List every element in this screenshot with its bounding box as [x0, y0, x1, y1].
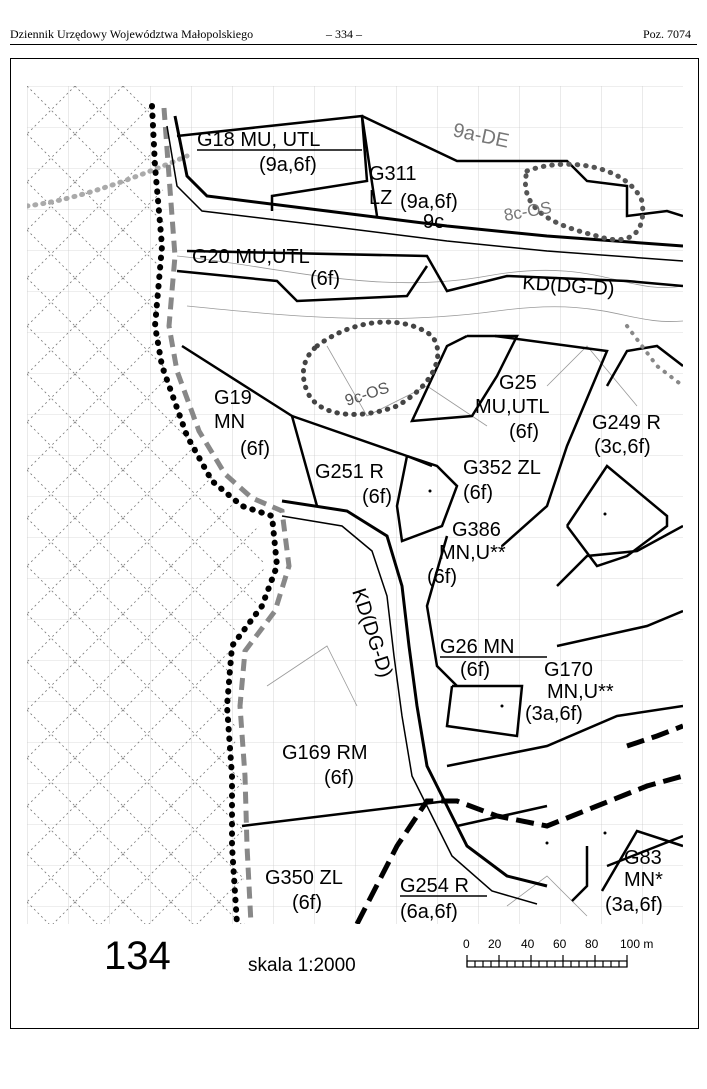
- label-g170-params: (3a,6f): [525, 703, 583, 725]
- terrain-lines: [176, 255, 683, 917]
- scale-label: skala 1:2000: [248, 955, 356, 976]
- label-g350: G350 ZL: [265, 867, 343, 889]
- label-g20-params: (6f): [310, 268, 340, 290]
- grey-dashed-boundary: [161, 107, 292, 924]
- scale-tick-60: 60: [553, 937, 567, 951]
- dashed-boundary-right: [626, 723, 683, 749]
- label-g169: G169 RM: [282, 742, 368, 764]
- label-underlines: [197, 149, 547, 897]
- parcel-boundaries: [176, 114, 683, 902]
- label-g311-lz: LZ: [369, 187, 392, 209]
- top-road: [166, 115, 683, 262]
- scale-tick-40: 40: [521, 937, 535, 951]
- dashed-boundary: [354, 773, 683, 924]
- label-g169-params: (6f): [324, 767, 354, 789]
- label-g249-params: (3c,6f): [594, 436, 651, 458]
- scale-tick-20: 20: [488, 937, 502, 951]
- label-g25: G25: [499, 372, 537, 394]
- label-g352-params: (6f): [463, 482, 493, 504]
- label-g254: G254 R: [400, 875, 469, 897]
- scale-tick-0: 0: [463, 937, 470, 951]
- journal-title: Dziennik Urzędowy Województwa Małopolski…: [10, 27, 254, 41]
- label-9c: 9c: [423, 211, 444, 233]
- label-g19: G19: [214, 387, 252, 409]
- label-g26-params: (6f): [460, 659, 490, 681]
- scale-bar: 0 20 40 60 80 100 m: [463, 937, 653, 968]
- label-g19-use: MN: [214, 411, 245, 433]
- label-g311: G311: [369, 163, 416, 185]
- hatched-area: [27, 86, 267, 924]
- label-g25-params: (6f): [509, 421, 539, 443]
- label-g386-use: MN,U**: [439, 542, 506, 564]
- label-g20: G20 MU,UTL: [192, 246, 310, 268]
- position-number: Poz. 7074: [643, 27, 691, 41]
- label-g26: G26 MN: [440, 636, 514, 658]
- label-g170: G170: [544, 659, 593, 681]
- os-area-8c: [523, 161, 646, 243]
- zoning-map: G18 MU, UTL (9a,6f) G311 LZ (9a,6f) 9c 9…: [27, 86, 683, 924]
- map-frame: [10, 58, 699, 1029]
- vertical-road: [281, 499, 548, 905]
- page-number: – 334 –: [326, 27, 362, 41]
- label-g352: G352 ZL: [463, 457, 541, 479]
- label-g311-params: (9a,6f): [400, 191, 458, 213]
- label-g249: G249 R: [592, 412, 661, 434]
- label-g251: G251 R: [315, 461, 384, 483]
- header-rule: [10, 44, 697, 45]
- page-header: Dziennik Urzędowy Województwa Małopolski…: [0, 0, 707, 45]
- point-markers: [428, 489, 607, 845]
- label-g19-params: (6f): [240, 438, 270, 460]
- label-g386: G386: [452, 519, 501, 541]
- dotted-boundary: [149, 103, 281, 924]
- grey-dotted-boundary: [27, 153, 190, 209]
- label-g83-params: (3a,6f): [605, 894, 663, 916]
- sheet-number: 134: [104, 934, 171, 978]
- label-g251-params: (6f): [362, 486, 392, 508]
- label-g18: G18 MU, UTL: [197, 129, 320, 151]
- scale-tick-100: 100 m: [620, 937, 653, 951]
- scale-tick-80: 80: [585, 937, 599, 951]
- label-g18-params: (9a,6f): [259, 154, 317, 176]
- right-dotted-line: [625, 324, 683, 388]
- os-area-9c: [300, 319, 441, 417]
- label-g170-use: MN,U**: [547, 681, 614, 703]
- label-g25-use: MU,UTL: [475, 396, 549, 418]
- label-g83-use: MN*: [624, 869, 663, 891]
- label-g386-params: (6f): [427, 566, 457, 588]
- label-g350-params: (6f): [292, 892, 322, 914]
- label-g83: G83: [624, 847, 662, 869]
- label-g254-params: (6a,6f): [400, 901, 458, 923]
